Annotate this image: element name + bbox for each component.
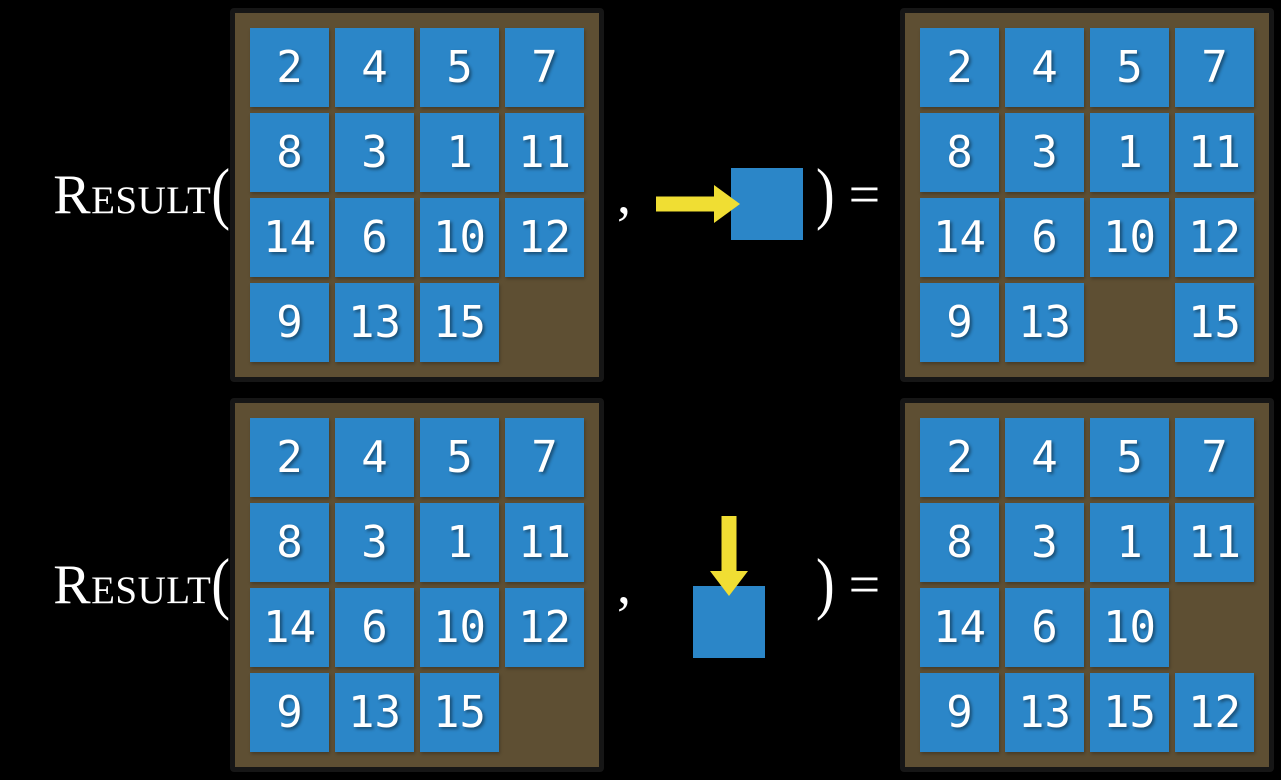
puzzle-tile-9: 9 bbox=[250, 673, 329, 752]
puzzle-tile-11: 11 bbox=[1175, 113, 1254, 192]
comma-separator: , bbox=[617, 163, 631, 226]
function-label: Result( bbox=[0, 546, 230, 622]
puzzle-tile-5: 5 bbox=[420, 28, 499, 107]
puzzle-tile-13: 13 bbox=[335, 673, 414, 752]
puzzle-tile-12: 12 bbox=[505, 198, 584, 277]
puzzle-tile-13: 13 bbox=[1005, 673, 1084, 752]
puzzle-tile-11: 11 bbox=[1175, 503, 1254, 582]
close-paren: ) bbox=[816, 545, 835, 622]
puzzle-tile-6: 6 bbox=[1005, 588, 1084, 667]
puzzle-tile-10: 10 bbox=[420, 198, 499, 277]
puzzle-tile-4: 4 bbox=[335, 28, 414, 107]
puzzle-tile-12: 12 bbox=[1175, 673, 1254, 752]
puzzle-tile-13: 13 bbox=[1005, 283, 1084, 362]
puzzle-tile-3: 3 bbox=[335, 503, 414, 582]
puzzle-tile-7: 7 bbox=[1175, 418, 1254, 497]
blank-space bbox=[1090, 283, 1169, 362]
puzzle-tile-14: 14 bbox=[250, 198, 329, 277]
puzzle-tile-10: 10 bbox=[1090, 588, 1169, 667]
puzzle-tile-14: 14 bbox=[920, 198, 999, 277]
open-paren: ( bbox=[211, 545, 230, 622]
puzzle-tile-8: 8 bbox=[920, 113, 999, 192]
puzzle-tile-10: 10 bbox=[420, 588, 499, 667]
close-paren: ) bbox=[816, 155, 835, 232]
puzzle-tile-14: 14 bbox=[250, 588, 329, 667]
puzzle-tile-6: 6 bbox=[335, 198, 414, 277]
puzzle-tile-1: 1 bbox=[1090, 503, 1169, 582]
puzzle-tile-4: 4 bbox=[1005, 418, 1084, 497]
equals-sign: = bbox=[848, 163, 881, 226]
moved-tile-square bbox=[693, 586, 765, 658]
puzzle-tile-11: 11 bbox=[505, 503, 584, 582]
function-label: Result( bbox=[0, 156, 230, 232]
puzzle-tile-4: 4 bbox=[1005, 28, 1084, 107]
puzzle-tile-3: 3 bbox=[1005, 503, 1084, 582]
puzzle-tile-8: 8 bbox=[250, 113, 329, 192]
puzzle-tile-15: 15 bbox=[1090, 673, 1169, 752]
equals-sign: = bbox=[848, 553, 881, 616]
puzzle-tile-9: 9 bbox=[920, 283, 999, 362]
puzzle-tile-14: 14 bbox=[920, 588, 999, 667]
puzzle-tile-2: 2 bbox=[250, 28, 329, 107]
comma-separator: , bbox=[617, 553, 631, 616]
arrow-down-icon bbox=[710, 516, 748, 596]
blank-space bbox=[1175, 588, 1254, 667]
blank-space bbox=[505, 283, 584, 362]
puzzle-tile-8: 8 bbox=[250, 503, 329, 582]
puzzle-tile-2: 2 bbox=[920, 28, 999, 107]
puzzle-tile-10: 10 bbox=[1090, 198, 1169, 277]
puzzle-tile-5: 5 bbox=[420, 418, 499, 497]
puzzle-tile-15: 15 bbox=[1175, 283, 1254, 362]
action-move-right bbox=[644, 168, 814, 240]
close-and-equals: )= bbox=[814, 546, 900, 622]
puzzle-tile-15: 15 bbox=[420, 673, 499, 752]
puzzle-tile-7: 7 bbox=[1175, 28, 1254, 107]
puzzle-tile-1: 1 bbox=[420, 503, 499, 582]
action-move-down bbox=[644, 516, 814, 658]
close-and-equals: )= bbox=[814, 156, 900, 232]
puzzle-tile-13: 13 bbox=[335, 283, 414, 362]
puzzle-tile-12: 12 bbox=[505, 588, 584, 667]
function-name: Result bbox=[53, 163, 212, 226]
puzzle-tile-7: 7 bbox=[505, 28, 584, 107]
puzzle-tile-9: 9 bbox=[920, 673, 999, 752]
blank-space bbox=[505, 673, 584, 752]
puzzle-tile-9: 9 bbox=[250, 283, 329, 362]
arrow-right-icon bbox=[655, 185, 740, 223]
function-name: Result bbox=[53, 553, 212, 616]
puzzle-tile-1: 1 bbox=[420, 113, 499, 192]
puzzle-tile-8: 8 bbox=[920, 503, 999, 582]
puzzle-tile-12: 12 bbox=[1175, 198, 1254, 277]
puzzle-tile-15: 15 bbox=[420, 283, 499, 362]
puzzle-tile-3: 3 bbox=[1005, 113, 1084, 192]
puzzle-tile-6: 6 bbox=[335, 588, 414, 667]
puzzle-tile-7: 7 bbox=[505, 418, 584, 497]
puzzle-tile-1: 1 bbox=[1090, 113, 1169, 192]
moved-tile-square bbox=[730, 168, 803, 240]
puzzle-tile-4: 4 bbox=[335, 418, 414, 497]
puzzle-tile-11: 11 bbox=[505, 113, 584, 192]
puzzle-tile-3: 3 bbox=[335, 113, 414, 192]
puzzle-tile-5: 5 bbox=[1090, 418, 1169, 497]
puzzle-tile-5: 5 bbox=[1090, 28, 1169, 107]
puzzle-tile-2: 2 bbox=[920, 418, 999, 497]
puzzle-tile-6: 6 bbox=[1005, 198, 1084, 277]
open-paren: ( bbox=[211, 155, 230, 232]
puzzle-tile-2: 2 bbox=[250, 418, 329, 497]
